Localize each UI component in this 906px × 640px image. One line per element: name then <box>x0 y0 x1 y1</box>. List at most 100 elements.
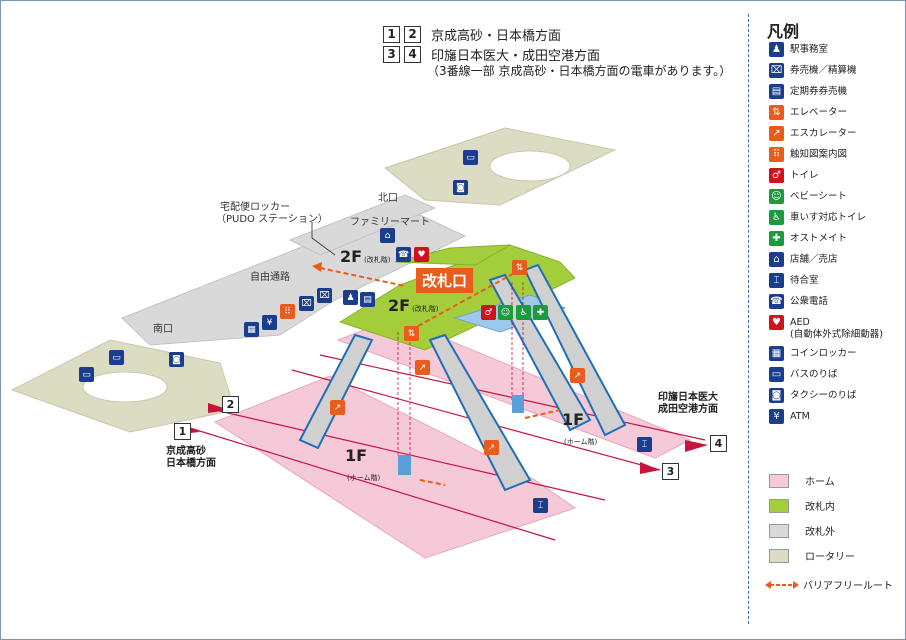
ticket-machine-icon: ⌧ <box>299 296 314 311</box>
toilet-icon: ♂ <box>769 168 784 183</box>
commuter-pass-icon: ▤ <box>769 84 784 99</box>
platform-2-label: 2 <box>222 396 239 413</box>
escalator-icon: ↗ <box>415 360 430 375</box>
floor-2f-label-upper: 2F(改札階) <box>340 247 391 266</box>
platform-number: 4 <box>404 45 421 63</box>
toilet-icon: ♂ <box>481 305 496 320</box>
public-phone-icon: ☎ <box>769 294 784 309</box>
baby-seat-icon: ☺ <box>769 189 784 204</box>
legend-item-commuter-pass: ▤定期券券売機 <box>769 84 847 102</box>
barrier-free-arrow-icon <box>765 580 799 589</box>
route-row-1-2: 1 2 京成高砂・日本橋方面 <box>383 24 561 44</box>
north-passage <box>288 194 437 256</box>
legend-item-tactile-map: ⠿触知図案内図 <box>769 147 847 165</box>
pudo-leader <box>311 222 336 256</box>
bus-stop-icon: ▭ <box>769 367 784 382</box>
floor-1f-label-left: 1F(ホーム階) <box>345 446 381 482</box>
route-arrow-left <box>312 262 322 272</box>
legend-item-atm: ¥ATM <box>769 409 810 427</box>
floor-1f-label-right: 1F(ホーム階) <box>562 410 598 446</box>
rotary-south-island <box>82 371 168 403</box>
waiting-room-icon: ⌶ <box>533 498 548 513</box>
wheelchair-toilet-icon: ♿ <box>769 210 784 225</box>
inside-gate-swatch <box>769 498 789 513</box>
legend-item-baby-seat: ☺ベビーシート <box>769 189 847 207</box>
track-arrow-3 <box>640 462 660 474</box>
taxi-stand-icon: ◙ <box>769 388 784 403</box>
direction-left: 京成高砂日本橋方面 <box>166 446 216 469</box>
legend-swatch-outside-gate: 改札外 <box>769 523 835 538</box>
legend-item-shop: ⌂店舗／売店 <box>769 252 838 270</box>
tactile-map-icon: ⠿ <box>280 304 295 319</box>
familymart-label: ファミリーマート <box>350 217 430 228</box>
legend-item-public-phone: ☎公衆電話 <box>769 294 829 309</box>
commuter-pass-icon: ▤ <box>360 292 375 307</box>
legend: 凡例 ♟駅事務室 ⌧券売機／精算機 ▤定期券券売機 ⇅エレベーター ↗エスカレー… <box>748 14 899 624</box>
route-note: （3番線一部 京成高砂・日本橋方面の電車があります。） <box>427 64 732 78</box>
platform-3-label: 3 <box>662 463 679 480</box>
legend-item-coin-locker: ▦コインロッカー <box>769 346 857 364</box>
route-row-3-4: 3 4 印旛日本医大・成田空港方面 <box>383 44 600 64</box>
platform-number: 2 <box>404 25 421 43</box>
elevator-car-1f-left <box>398 455 411 475</box>
floor-2f-label-lower: 2F(改札階) <box>388 296 439 315</box>
ostomate-icon: ✚ <box>769 231 784 246</box>
aed-icon: ♥ <box>414 247 429 262</box>
platform-number: 3 <box>383 45 400 63</box>
coin-locker-icon: ▦ <box>769 346 784 361</box>
bus-stop-icon: ▭ <box>79 367 94 382</box>
taxi-stand-icon: ◙ <box>169 352 184 367</box>
pudo-locker-label: 宅配便ロッカー <box>220 202 290 213</box>
elevator-icon: ⇅ <box>512 260 527 275</box>
legend-swatch-rotary: ロータリー <box>769 548 855 563</box>
waiting-room-icon: ⌶ <box>769 273 784 288</box>
stairs <box>298 263 627 492</box>
coin-locker-icon: ▦ <box>244 322 259 337</box>
ticket-machine-icon: ⌧ <box>317 288 332 303</box>
free-passage-label: 自由通路 <box>250 272 290 283</box>
legend-item-taxi-stand: ◙タクシーのりば <box>769 388 857 406</box>
escalator-icon: ↗ <box>484 440 499 455</box>
track-arrow-4 <box>685 440 708 452</box>
route-destination: 印旛日本医大・成田空港方面 <box>431 48 601 64</box>
legend-item-ticket-machine: ⌧券売機／精算機 <box>769 63 857 78</box>
legend-title: 凡例 <box>767 22 800 41</box>
pudo-station-label: （PUDO ステーション） <box>216 214 328 225</box>
elevator-shafts <box>397 282 524 455</box>
platform-4-label: 4 <box>710 435 727 452</box>
platform-swatch <box>769 473 789 488</box>
public-phone-icon: ☎ <box>396 247 411 262</box>
legend-item-wheelchair-toilet: ♿車いす対応トイレ <box>769 210 866 228</box>
outside-gate-swatch <box>769 523 789 538</box>
legend-item-station-office: ♟駅事務室 <box>769 42 828 60</box>
station-office-icon: ♟ <box>769 42 784 57</box>
platform-number: 1 <box>383 25 400 43</box>
legend-item-waiting-room: ⌶待合室 <box>769 273 819 291</box>
aed-icon: ♥ <box>769 315 784 330</box>
legend-item-toilet: ♂トイレ <box>769 168 819 186</box>
ticket-machine-icon: ⌧ <box>769 63 784 78</box>
elevator-icon: ⇅ <box>769 105 784 120</box>
rotary-north-island <box>489 150 571 182</box>
route-destination: 京成高砂・日本橋方面 <box>431 28 562 44</box>
station-office-icon: ♟ <box>343 290 358 305</box>
legend-barrier-free-route: バリアフリールート <box>765 577 893 592</box>
bus-stop-icon: ▭ <box>109 350 124 365</box>
north-exit-label: 北口 <box>378 193 398 204</box>
platform-1-2 <box>213 375 577 559</box>
legend-swatch-inside-gate: 改札内 <box>769 498 835 513</box>
atm-icon: ¥ <box>769 409 784 424</box>
shop-icon: ⌂ <box>769 252 784 267</box>
tactile-map-icon: ⠿ <box>769 147 784 162</box>
south-exit-label: 南口 <box>153 324 173 335</box>
legend-item-escalator: ↗エスカレーター <box>769 126 857 144</box>
legend-swatch-platform: ホーム <box>769 473 835 488</box>
escalator-icon: ↗ <box>330 400 345 415</box>
baby-seat-icon: ☺ <box>498 305 513 320</box>
bus-stop-icon: ▭ <box>463 150 478 165</box>
legend-item-bus-stop: ▭バスのりば <box>769 367 838 385</box>
direction-right: 印旛日本医大成田空港方面 <box>658 392 718 415</box>
platform-1-label: 1 <box>174 423 191 440</box>
ticket-gate-label: 改札口 <box>416 268 474 293</box>
elevator-car-1f-right <box>512 395 524 413</box>
